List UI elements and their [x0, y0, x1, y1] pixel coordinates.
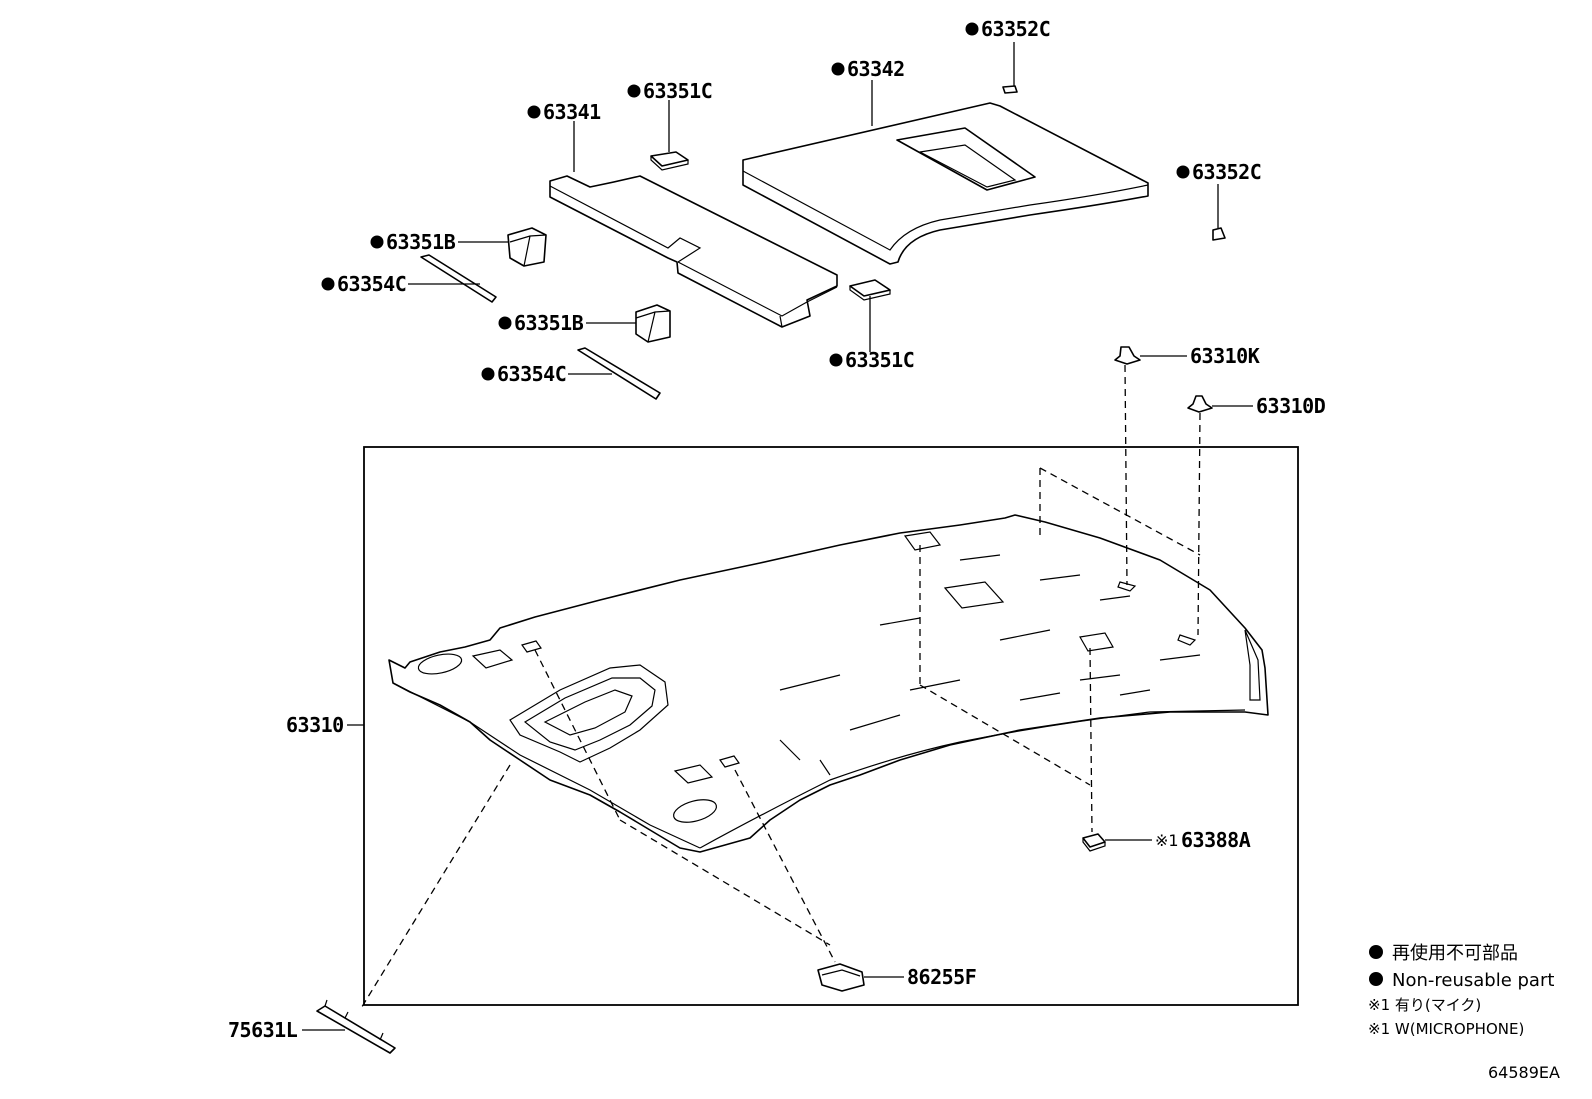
label-63351C-bottom: 63351C	[845, 348, 914, 372]
legend-note-en: ※1 W(MICROPHONE)	[1368, 1020, 1524, 1038]
legend-note-jp: ※1 有り(マイク)	[1368, 996, 1481, 1014]
part-63310K-clip	[1114, 346, 1141, 365]
non-reusable-dot-63352C-right	[1176, 165, 1190, 179]
non-reusable-dot-63351C-top	[627, 84, 641, 98]
part-63351C-bottom	[849, 279, 891, 301]
part-63342-pad	[742, 102, 1149, 265]
label-63342: 63342	[847, 57, 905, 81]
headlining-assembly-frame	[363, 446, 1299, 1006]
label-63351B-a: 63351B	[386, 230, 456, 254]
part-63354C-b	[577, 347, 661, 400]
legend-non-reusable-jp: 再使用不可部品	[1392, 943, 1518, 964]
legend-non-reusable-en: Non-reusable part	[1392, 970, 1554, 991]
non-reusable-dot-63354C-a	[321, 277, 335, 291]
label-63354C-a: 63354C	[337, 272, 406, 296]
label-63352C-top: 63352C	[981, 17, 1050, 41]
part-63351B-b	[635, 304, 671, 343]
legend: 再使用不可部品 Non-reusable part ※1 有り(マイク) ※1 …	[1368, 943, 1554, 1038]
non-reusable-dot-63342	[831, 62, 845, 76]
leader-lines	[302, 42, 1253, 1031]
label-63310D: 63310D	[1256, 394, 1326, 418]
label-63351C-top: 63351C	[643, 79, 712, 103]
part-63310-headlining	[388, 514, 1269, 853]
legend-dot-2	[1369, 972, 1383, 986]
part-63351B-a	[507, 227, 547, 267]
label-75631L: 75631L	[228, 1018, 298, 1042]
part-63341-pad	[549, 175, 838, 328]
non-reusable-dot-63341	[527, 105, 541, 119]
non-reusable-dot-63351B-a	[370, 235, 384, 249]
label-63310: 63310	[286, 713, 344, 737]
diagram-code: 64589EA	[1488, 1063, 1560, 1082]
assembly-dashed-lines	[359, 364, 1201, 1011]
part-75631L-moulding	[316, 999, 396, 1054]
label-63310K: 63310K	[1190, 344, 1260, 368]
part-63310D-clip	[1187, 395, 1213, 413]
label-63388A-note: ※1	[1155, 831, 1179, 850]
non-reusable-dot-63352C-top	[965, 22, 979, 36]
label-63351B-b: 63351B	[514, 311, 584, 335]
label-63352C-right: 63352C	[1192, 160, 1261, 184]
legend-dot-1	[1369, 945, 1383, 959]
non-reusable-dot-63351C-bottom	[829, 353, 843, 367]
part-labels: 63352C 63342 63351C 63341 63352C 63351B …	[228, 17, 1326, 1042]
part-63388A-microphone	[1082, 833, 1106, 852]
label-63388A: 63388A	[1181, 828, 1251, 852]
label-63354C-b: 63354C	[497, 362, 566, 386]
part-63351C-top	[650, 151, 689, 171]
part-63354C-a	[420, 254, 497, 303]
part-86255F-lamp	[817, 963, 865, 992]
non-reusable-dot-63351B-b	[498, 316, 512, 330]
label-63341: 63341	[543, 100, 601, 124]
part-63352C-top	[1002, 85, 1018, 94]
non-reusable-dot-63354C-b	[481, 367, 495, 381]
part-63352C-right	[1212, 227, 1226, 241]
label-86255F: 86255F	[907, 965, 976, 989]
